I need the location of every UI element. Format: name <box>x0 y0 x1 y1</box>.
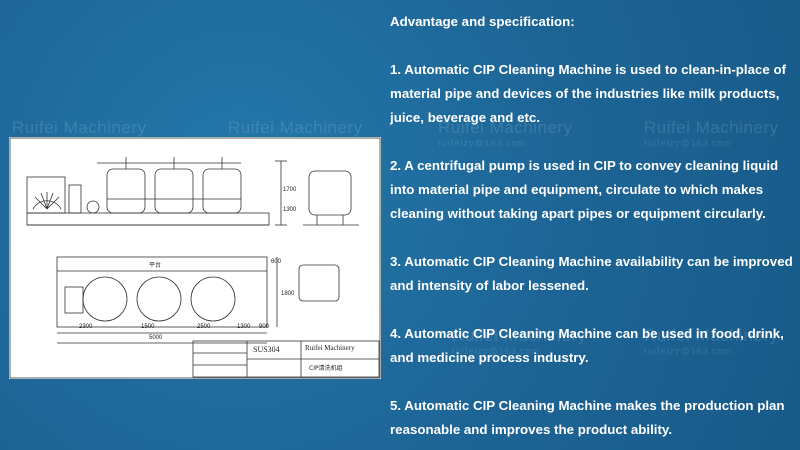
spec-item-4: 4. Automatic CIP Cleaning Machine can be… <box>390 326 784 365</box>
watermark-brand-text: Ruifei Machinery <box>452 326 587 345</box>
dim-label: 1500 <box>141 324 155 330</box>
dim-label: 5000 <box>149 335 163 341</box>
side-tank-plan <box>298 264 340 302</box>
dim-label: 2500 <box>197 324 211 330</box>
dim-label: 1700 <box>283 187 297 193</box>
dim-label: 1300 <box>237 324 251 330</box>
watermark-brand-text: Ruifei Machinery <box>228 118 363 137</box>
watermark-brand-text: Ruifei Machinery <box>438 118 573 137</box>
pump-housing <box>68 184 82 214</box>
plan-cabinet <box>64 286 84 314</box>
watermark-brand-text: Ruifei Machinery <box>644 118 779 137</box>
dim-label: 900 <box>259 324 270 330</box>
title-drawing-name: CIP清洗机组 <box>309 365 343 372</box>
dim-label: 600 <box>271 259 282 265</box>
tank-plan-3 <box>190 276 236 322</box>
drawing-svg <box>9 137 381 379</box>
watermark-brand: Ruifei Machinery ruifeizy@163.com <box>438 118 573 148</box>
watermark-brand: Ruifei Machinery ruifeizy@163.com <box>644 118 779 148</box>
plan-label: 平台 <box>149 262 162 269</box>
watermark-brand: Ruifei Machinery ruifeizy@163.com <box>452 326 587 356</box>
plan-frame <box>56 256 268 328</box>
base-frame <box>26 212 270 226</box>
tank-elevation-2 <box>154 168 194 214</box>
spec-item-3: 3. Automatic CIP Cleaning Machine availa… <box>390 254 793 293</box>
tank-elevation-1 <box>106 168 146 214</box>
title-material: SUS304 <box>253 345 280 354</box>
watermark-brand: Ruifei Machinery ruifeizy@163.com <box>644 326 779 356</box>
dim-label: 2300 <box>79 324 93 330</box>
watermark-email: ruifeizy@163.com <box>438 138 527 148</box>
spec-item-1: 1. Automatic CIP Cleaning Machine is use… <box>390 62 787 125</box>
watermark-brand-text: Ruifei Machinery <box>644 326 779 345</box>
tank-plan-2 <box>136 276 182 322</box>
dim-label: 1800 <box>281 291 295 297</box>
side-tank <box>308 170 352 216</box>
watermark-email: ruifeizy@163.com <box>452 346 541 356</box>
panel-heading: Advantage and specification: <box>390 14 575 29</box>
drawing-border <box>9 137 381 379</box>
spec-item-5: 5. Automatic CIP Cleaning Machine makes … <box>390 398 785 437</box>
pump-motor <box>86 200 100 214</box>
dim-label: 1300 <box>283 207 297 213</box>
specification-panel: Advantage and specification: 1. Automati… <box>390 10 798 442</box>
control-cabinet <box>26 176 66 214</box>
fan-blades <box>34 192 60 210</box>
tank-elevation-3 <box>202 168 242 214</box>
tank-plan-1 <box>82 276 128 322</box>
watermark-email: ruifeizy@163.com <box>644 346 733 356</box>
watermark-email: ruifeizy@163.com <box>644 138 733 148</box>
spec-item-2: 2. A centrifugal pump is used in CIP to … <box>390 158 779 221</box>
title-company: Ruifei Machinery <box>305 344 355 352</box>
engineering-drawing: SUS304 Ruifei Machinery CIP清洗机组 平台 2300 … <box>9 137 381 379</box>
watermark-brand-text: Ruifei Machinery <box>12 118 147 137</box>
